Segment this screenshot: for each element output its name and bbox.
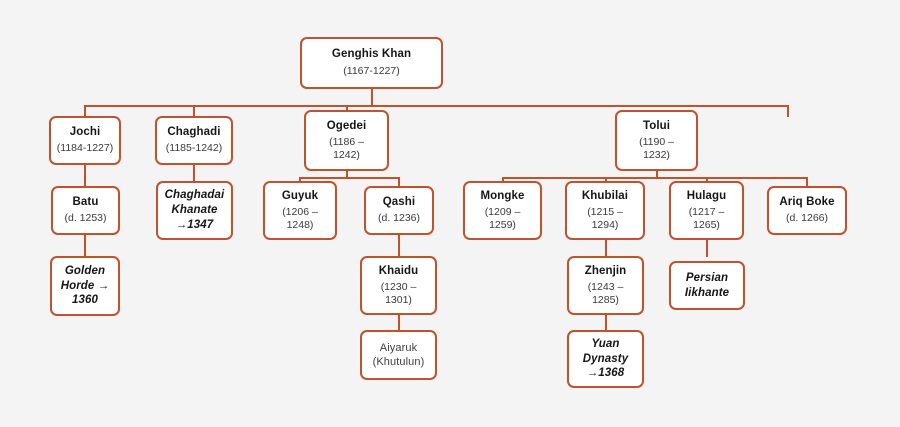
node-name: Guyuk [281,189,319,202]
node-dates: (1190 – 1232) [639,136,674,161]
node-qashi[interactable]: Qashi (d. 1236) [364,186,434,235]
connector-zhenjin-yuan [605,313,607,331]
connector-chaghadi-khanate [193,164,195,187]
node-name: Khubilai [581,189,629,202]
node-dates: (1186 – 1242) [329,136,364,161]
connector-to-jochi [84,105,86,117]
node-name: Persian Iikhante [684,271,730,299]
node-name: Tolui [642,119,671,132]
connector-qashi-khaidu [398,234,400,257]
connector-to-chaghadi [193,105,195,117]
connector-to-qashi [398,177,400,187]
node-dates: (1209 – 1259) [484,206,521,231]
connector-batu-golden-horde [84,234,86,257]
connector-khubilai-zhenjin [605,234,607,257]
node-guyuk[interactable]: Guyuk (1206 – 1248) [263,181,337,240]
node-dates: (d. 1253) [64,212,107,225]
node-dates: (1215 – 1294) [587,206,623,231]
node-name: Genghis Khan [331,48,412,61]
node-dates: (1167-1227) [343,64,400,77]
node-khaidu[interactable]: Khaidu (1230 – 1301) [360,256,437,315]
connector-to-ariq-boke [806,177,808,187]
node-dates: (1184-1227) [56,142,114,155]
node-aiyaruk[interactable]: Aiyaruk (Khutulun) [360,330,437,380]
connector-hulagu-ilkhanate [706,234,708,257]
node-dates: (d. 1236) [377,212,421,225]
node-name: Golden Horde → 1360 [60,264,110,307]
node-name: Ogedei [326,119,367,132]
node-dates: (1243 – 1285) [587,281,624,306]
node-chaghadi[interactable]: Chaghadi (1185-1242) [155,116,233,165]
node-tolui[interactable]: Tolui (1190 – 1232) [615,110,698,171]
node-name: Ariq Boke [779,195,835,208]
node-batu[interactable]: Batu (d. 1253) [51,186,120,235]
node-zhenjin[interactable]: Zhenjin (1243 – 1285) [567,256,644,315]
node-yuan-dynasty[interactable]: Yuan Dynasty →1368 [567,330,644,388]
node-name: Yuan Dynasty →1368 [582,337,629,380]
connector-tolui-down [656,170,658,178]
node-name: Zhenjin [584,264,627,277]
node-persian-ilkhanate[interactable]: Persian Iikhante [669,261,745,310]
connector-ogedei-down [346,170,348,178]
connector-ogedei-bus [299,177,400,179]
node-dates: (1230 – 1301) [380,281,417,306]
node-genghis-khan[interactable]: Genghis Khan (1167-1227) [300,37,443,89]
node-ariq-boke[interactable]: Ariq Boke (d. 1266) [767,186,847,235]
node-chaghadai-khanate[interactable]: Chaghadai Khanate →1347 [156,181,233,240]
node-khubilai[interactable]: Khubilai (1215 – 1294) [565,181,645,240]
node-name: Jochi [69,125,101,138]
node-hulagu[interactable]: Hulagu (1217 – 1265) [669,181,744,240]
node-dates: (1206 – 1248) [282,206,318,231]
node-name: Hulagu [686,189,727,202]
node-name: Batu [72,195,99,208]
node-golden-horde[interactable]: Golden Horde → 1360 [50,256,120,316]
node-dates: (1185-1242) [165,142,223,155]
node-dates: (1217 – 1265) [688,206,725,231]
connector-genghis-down [371,88,373,106]
node-dates: (d. 1266) [785,212,829,225]
node-name: Chaghadi [167,125,221,138]
connector-tolui-bus [502,177,808,179]
node-name: Chaghadai Khanate →1347 [164,189,225,231]
connector-khaidu-aiyaruk [398,313,400,331]
node-ogedei[interactable]: Ogedei (1186 – 1242) [304,110,389,171]
connector-jochi-batu [84,164,86,187]
node-name: Aiyaruk (Khutulun) [372,341,425,368]
node-name: Khaidu [378,264,419,277]
node-mongke[interactable]: Mongke (1209 – 1259) [463,181,542,240]
connector-genghis-bus [84,105,789,107]
connector-to-tolui [787,105,789,117]
node-jochi[interactable]: Jochi (1184-1227) [49,116,121,165]
node-name: Qashi [382,195,416,208]
node-name: Mongke [480,189,525,202]
